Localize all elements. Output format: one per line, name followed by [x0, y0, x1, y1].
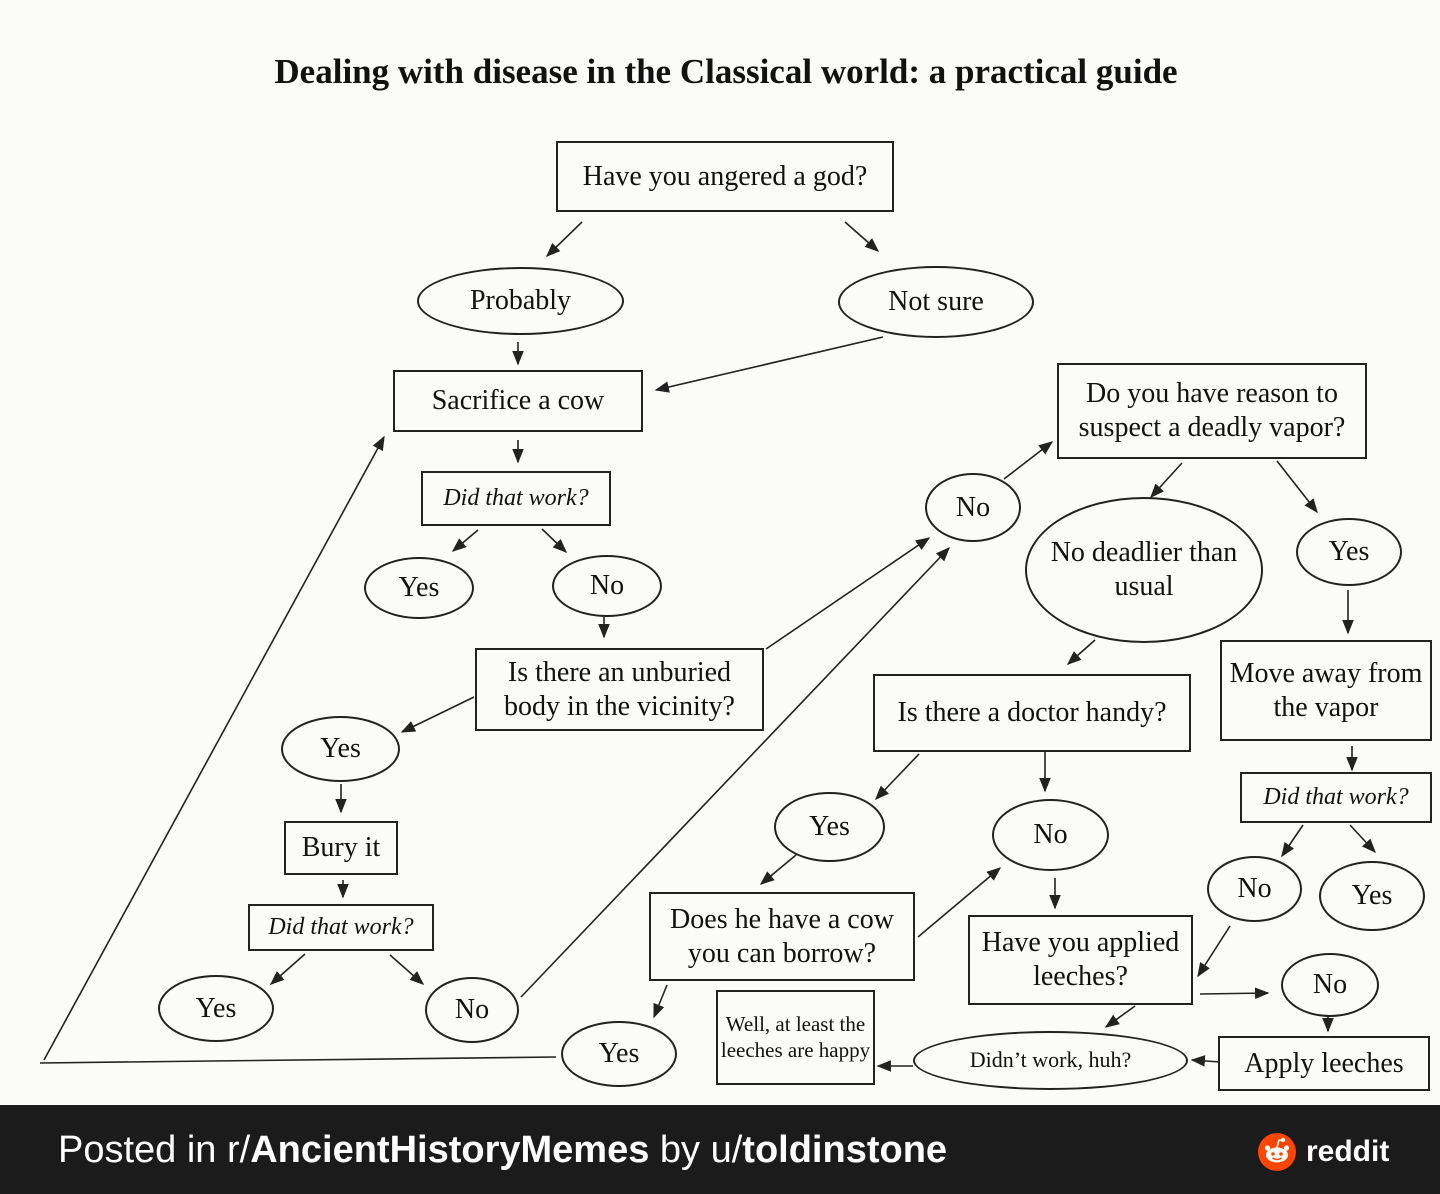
arrow-apply-leeches-to-didnt-work — [1190, 1055, 1221, 1067]
node-no-leeches: No — [1281, 953, 1379, 1017]
posted-in-label: Posted in r/ — [58, 1129, 251, 1171]
post-footer: Posted in r/AncientHistoryMemes by u/tol… — [0, 1105, 1440, 1194]
arrow-applied-leeches-to-no-leeches — [1199, 987, 1270, 999]
arrow-unburied-body-to-no-body — [765, 537, 931, 650]
node-doctor-handy: Is there a doctor handy? — [873, 674, 1191, 752]
arrow-yes-cow-to-sacrifice-cow — [39, 1056, 557, 1064]
node-sacrifice-cow: Sacrifice a cow — [393, 370, 643, 432]
node-unburied-body: Is there an unburied body in the vicinit… — [475, 648, 764, 731]
node-no-body: No — [925, 473, 1021, 542]
diagram-title: Dealing with disease in the Classical wo… — [274, 52, 1178, 91]
arrow-did-work-3-to-yes-3 — [1349, 824, 1376, 854]
username-link[interactable]: toldinstone — [742, 1129, 948, 1171]
arrow-no-3-to-applied-leeches — [1197, 925, 1231, 978]
arrow-cow-borrow-to-yes-cow — [653, 984, 668, 1019]
node-move-away: Move away from the vapor — [1220, 640, 1432, 741]
node-yes-doctor: Yes — [774, 792, 885, 862]
node-did-work-1: Did that work? — [421, 471, 611, 526]
arrow-unburied-body-to-yes-body — [400, 696, 475, 733]
node-applied-leeches: Have you applied leeches? — [968, 915, 1193, 1005]
node-bury-it: Bury it — [284, 821, 398, 875]
node-no-doctor: No — [992, 799, 1109, 871]
node-probably: Probably — [417, 267, 624, 335]
subreddit-link[interactable]: AncientHistoryMemes — [250, 1129, 650, 1171]
arrow-angered-god-to-probably — [545, 221, 583, 258]
arrow-deadly-vapor-to-yes-vapor — [1276, 460, 1318, 514]
arrow-did-work-1-to-yes-1 — [451, 529, 479, 552]
arrow-cow-borrow-to-no-doctor — [917, 867, 1002, 938]
node-leeches-happy: Well, at least the leeches are happy — [716, 990, 875, 1085]
node-no-1: No — [552, 555, 662, 617]
arrow-did-work-3-to-no-3 — [1281, 824, 1304, 858]
arrow-yes-cow-to-sacrifice-cow — [43, 435, 385, 1061]
node-did-work-2: Did that work? — [248, 904, 434, 951]
arrow-applied-leeches-to-didnt-work — [1104, 1005, 1136, 1028]
node-cow-borrow: Does he have a cow you can borrow? — [649, 892, 915, 981]
node-yes-vapor: Yes — [1296, 518, 1402, 586]
node-apply-leeches: Apply leeches — [1218, 1036, 1430, 1091]
node-yes-2: Yes — [158, 975, 274, 1042]
arrow-yes-doctor-to-cow-borrow — [759, 854, 797, 885]
node-no-3: No — [1207, 856, 1302, 922]
node-deadly-vapor: Do you have reason to suspect a deadly v… — [1057, 363, 1367, 459]
arrow-did-work-2-to-no-2 — [389, 954, 425, 985]
reddit-wordmark: reddit — [1306, 1135, 1390, 1168]
node-no-deadlier: No deadlier than usual — [1025, 497, 1263, 643]
node-angered-god: Have you angered a god? — [556, 141, 894, 212]
arrow-no-2-to-no-body — [520, 546, 950, 998]
arrow-deadly-vapor-to-no-deadlier — [1150, 462, 1183, 499]
arrow-did-work-2-to-yes-2 — [269, 953, 306, 985]
node-did-work-3: Did that work? — [1240, 772, 1432, 823]
node-no-2: No — [425, 977, 519, 1043]
node-yes-cow: Yes — [561, 1021, 677, 1087]
node-not-sure: Not sure — [838, 266, 1034, 338]
post-attribution: Posted in r/AncientHistoryMemes by u/tol… — [58, 1129, 947, 1172]
arrow-did-work-1-to-no-1 — [541, 528, 568, 553]
flowchart-edges — [39, 221, 1376, 1072]
reddit-snoo-icon — [1258, 1133, 1296, 1171]
arrow-no-body-to-deadly-vapor — [1003, 441, 1054, 480]
by-label: by u/ — [649, 1129, 743, 1171]
arrow-angered-god-to-not-sure — [844, 221, 880, 252]
flowchart: Dealing with disease in the Classical wo… — [39, 52, 1432, 1091]
node-yes-1: Yes — [364, 557, 474, 619]
arrow-no-deadlier-to-doctor-handy — [1066, 639, 1096, 665]
node-didnt-work: Didn’t work, huh? — [913, 1031, 1188, 1090]
arrow-doctor-handy-to-yes-doctor — [875, 753, 920, 801]
node-yes-3: Yes — [1319, 861, 1425, 931]
node-yes-body: Yes — [281, 716, 400, 782]
arrow-not-sure-to-sacrifice-cow — [654, 336, 884, 393]
